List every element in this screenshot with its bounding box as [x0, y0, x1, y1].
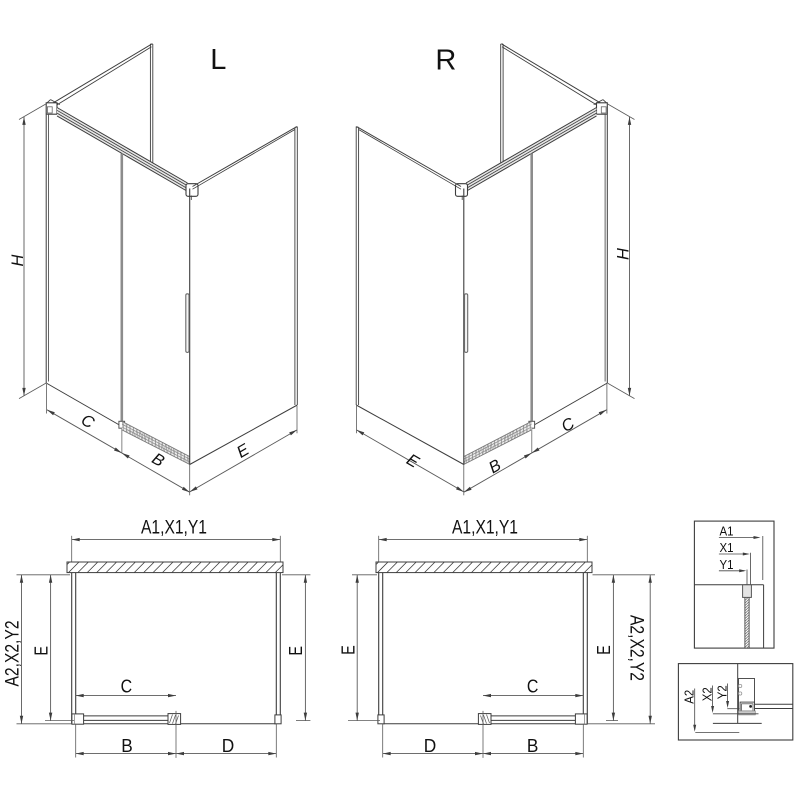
svg-text:E: E — [286, 646, 306, 656]
svg-text:A1,X1,Y1: A1,X1,Y1 — [141, 517, 207, 538]
svg-text:A2: A2 — [681, 690, 696, 704]
svg-text:E: E — [338, 645, 358, 655]
svg-text:L: L — [210, 44, 226, 76]
svg-text:D: D — [424, 736, 437, 756]
svg-text:R: R — [435, 44, 456, 76]
svg-text:C: C — [527, 677, 539, 697]
svg-text:A1,X1,Y1: A1,X1,Y1 — [452, 517, 518, 538]
svg-text:H: H — [615, 248, 633, 260]
svg-text:C: C — [121, 677, 133, 697]
svg-text:D: D — [222, 736, 235, 756]
svg-text:Y2: Y2 — [715, 685, 730, 699]
svg-text:H: H — [9, 254, 27, 266]
svg-text:B: B — [527, 736, 539, 756]
svg-text:X2: X2 — [700, 687, 715, 701]
svg-text:B: B — [121, 736, 133, 756]
svg-text:E: E — [32, 646, 52, 656]
svg-text:A2,X2,Y2: A2,X2,Y2 — [625, 615, 646, 681]
svg-text:E: E — [594, 645, 614, 655]
svg-text:Y1: Y1 — [720, 557, 734, 572]
svg-text:A2,X2,Y2: A2,X2,Y2 — [2, 621, 23, 687]
svg-text:A1: A1 — [720, 524, 734, 539]
svg-text:X1: X1 — [720, 540, 734, 555]
